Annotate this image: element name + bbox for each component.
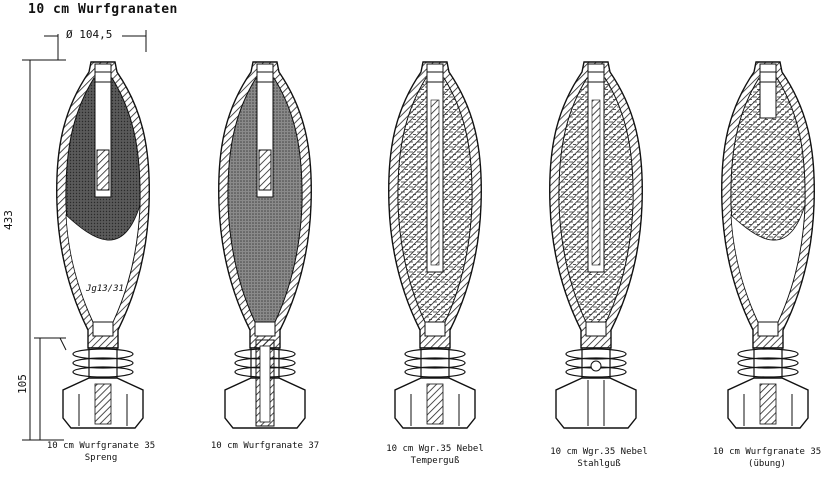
caption-shell-4: 10 cm Wgr.35 Nebel Stahlguß [534,446,664,470]
length-label: 433 [2,210,15,230]
dimension-lines [22,30,147,441]
caption-3-line2: Temperguß [410,456,460,466]
caption-5-line1: 10 cm Wurfgranate 35 [712,447,822,457]
caption-shell-5: 10 cm Wurfgranate 35 (übung) [702,446,831,470]
body-marking: Jg13/31 [86,284,124,294]
shell-drawing-4 [549,61,643,429]
caption-shell-1: 10 cm Wurfgranate 35 Spreng [36,440,166,464]
shell-drawing-3 [388,61,482,429]
caption-shell-2: 10 cm Wurfgranate 37 [200,440,330,452]
diameter-label: Ø 104,5 [66,28,113,41]
caption-4-line1: 10 cm Wgr.35 Nebel [550,447,648,457]
tail-label: 105 [16,374,29,394]
caption-3-line1: 10 cm Wgr.35 Nebel [386,444,484,454]
caption-2-line1: 10 cm Wurfgranate 37 [210,441,320,451]
caption-5-line2: (übung) [748,459,786,469]
caption-shell-3: 10 cm Wgr.35 Nebel Temperguß [370,443,500,467]
caption-4-line2: Stahlguß [577,459,621,469]
diagram-title: 10 cm Wurfgranaten [28,2,178,17]
shell-drawing-2 [218,61,312,429]
caption-1-line1: 10 cm Wurfgranate 35 [46,441,156,451]
shell-drawing-1 [56,61,150,429]
shell-drawing-5 [721,61,815,429]
caption-1-line2: Spreng [84,453,118,463]
